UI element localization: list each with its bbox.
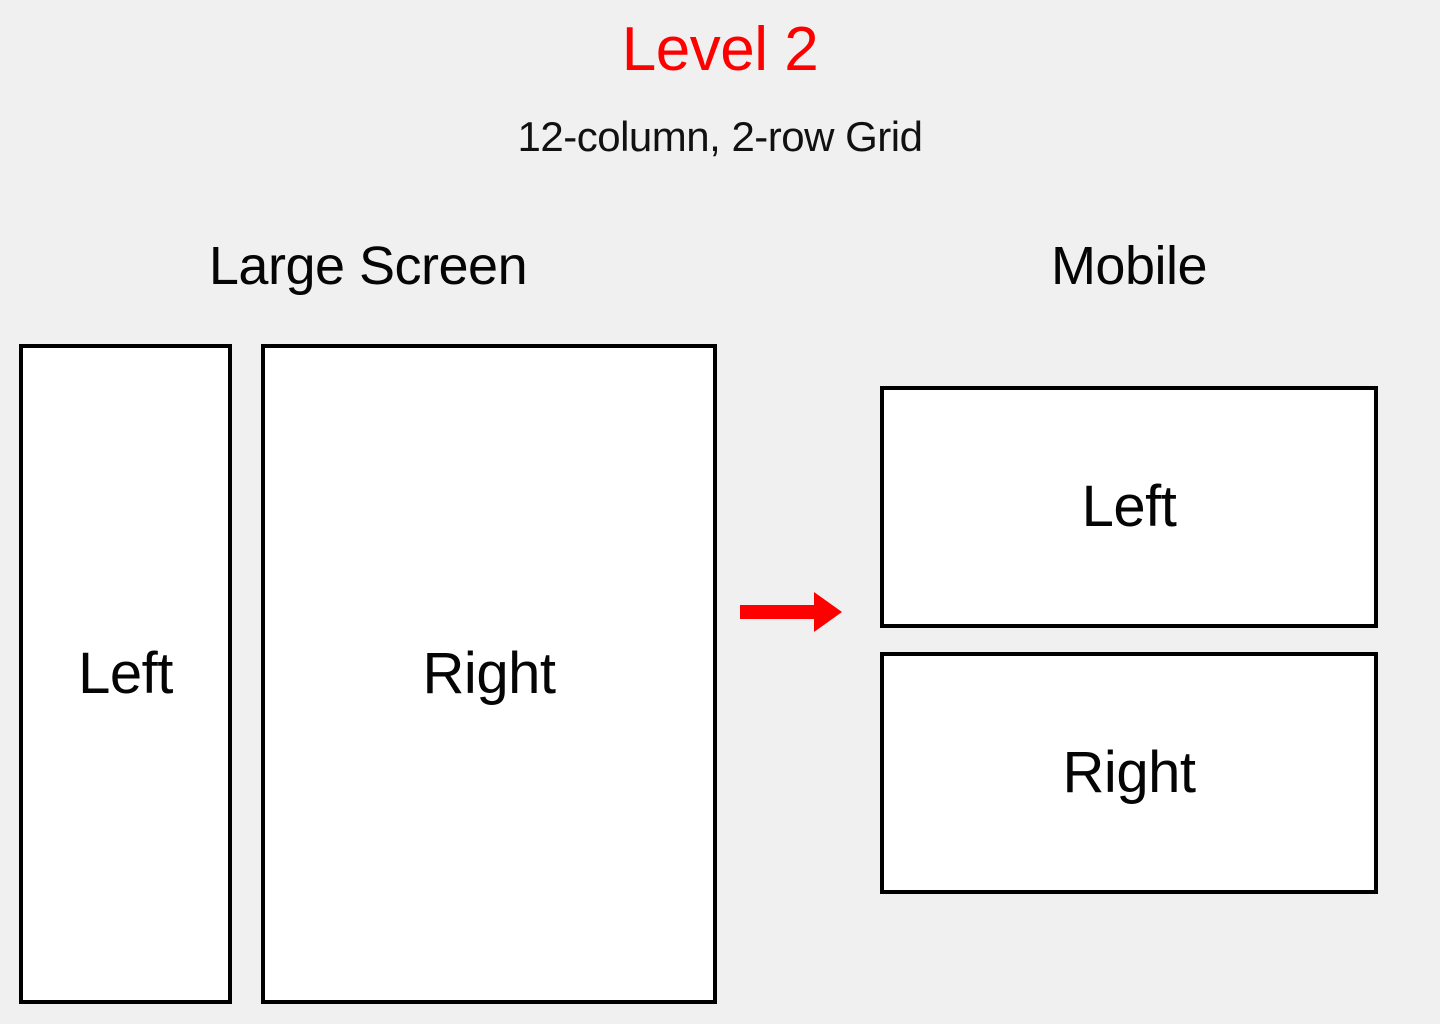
large-screen-right-box-label: Right <box>422 641 556 706</box>
section-label-large-screen: Large Screen <box>208 236 528 296</box>
section-label-mobile: Mobile <box>1050 236 1208 296</box>
mobile-right-box: Right <box>880 652 1378 894</box>
page-subtitle: 12-column, 2-row Grid <box>517 113 923 160</box>
page-title: Level 2 <box>621 15 819 84</box>
mobile-left-box-label: Left <box>1081 474 1177 539</box>
large-screen-left-box: Left <box>19 344 232 1004</box>
large-screen-right-box: Right <box>261 344 717 1004</box>
mobile-right-box-label: Right <box>1062 740 1196 805</box>
mobile-left-box: Left <box>880 386 1378 628</box>
large-screen-left-box-label: Left <box>78 641 173 706</box>
arrow-right-icon <box>738 588 844 636</box>
